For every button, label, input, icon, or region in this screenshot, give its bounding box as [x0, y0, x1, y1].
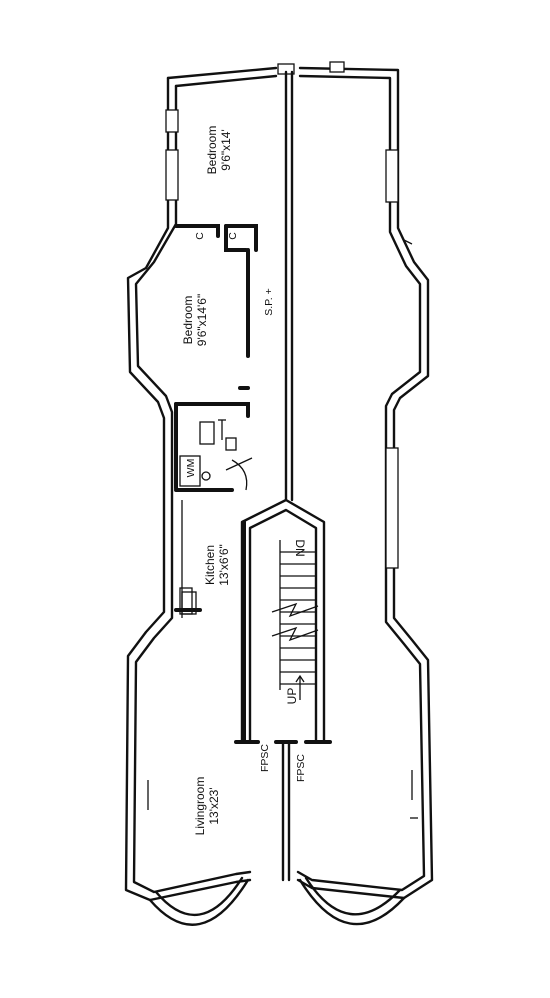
sp-label: S.P. + [263, 288, 275, 316]
svg-text:9'6"x14': 9'6"x14' [219, 129, 233, 171]
kitchen-fixtures [181, 500, 197, 618]
windows [165, 61, 399, 615]
svg-text:Kitchen: Kitchen [203, 545, 217, 585]
room-label-livingroom: Livingroom 13'x23' [193, 777, 221, 836]
central-wall [281, 70, 294, 882]
interior-partitions [174, 224, 258, 744]
stair-treads [280, 551, 316, 685]
closet-label-left: C [194, 232, 206, 240]
bay-windows [148, 876, 406, 926]
svg-text:Livingroom: Livingroom [193, 777, 207, 836]
room-label-bedroom-mid: Bedroom 9'6"x14'6" [181, 294, 209, 346]
stair-down-label: DN [293, 539, 307, 556]
room-label-kitchen: Kitchen 13'x6'6" [203, 544, 231, 586]
svg-text:13'x6'6": 13'x6'6" [217, 544, 231, 586]
stair-up-label: UP [285, 688, 299, 705]
svg-text:13'x23': 13'x23' [207, 787, 221, 824]
sink-icon [225, 437, 237, 451]
fpsc-label-left: FPSC [259, 744, 271, 772]
room-label-bedroom-top: Bedroom 9'6"x14' [205, 126, 233, 175]
right-exterior-wall [296, 66, 434, 900]
svg-text:Bedroom: Bedroom [181, 296, 195, 345]
svg-text:9'6"x14'6": 9'6"x14'6" [195, 294, 209, 346]
wm-label: WM [185, 459, 197, 478]
svg-text:Bedroom: Bedroom [205, 126, 219, 175]
bath-fixtures [179, 419, 253, 491]
toilet-icon [199, 421, 215, 445]
wm-box [179, 455, 201, 487]
fireplace-marks [147, 239, 418, 819]
drain-icon [201, 471, 211, 481]
door-swing-icon [231, 459, 248, 491]
fpsc-label-right: FPSC [295, 754, 307, 782]
stair-hall [240, 498, 326, 744]
left-exterior-wall [124, 66, 278, 902]
closet-label-right: C [227, 232, 239, 240]
